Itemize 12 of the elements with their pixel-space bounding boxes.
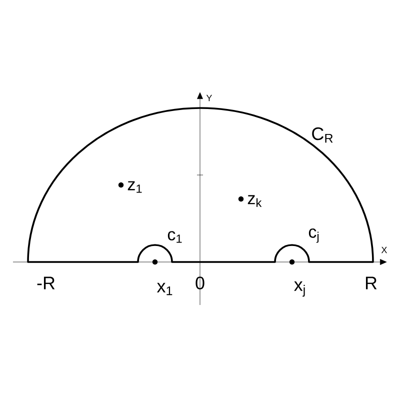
tick-label: R — [366, 276, 377, 290]
tick-label: -R — [37, 276, 55, 290]
contour-label: c$_{j}$ — [308, 228, 319, 243]
tick-label: 0 — [196, 276, 204, 290]
tick-label: x$_{j}$ — [294, 281, 305, 297]
point-label: z$_{k}$ — [248, 195, 262, 207]
contour-label: C$_{R}$ — [312, 127, 333, 143]
tick-label: x$_{1}$ — [156, 282, 172, 296]
point-label: z$_{1}$ — [128, 181, 142, 193]
axis-label: X — [381, 246, 388, 254]
axis-label: Y — [206, 94, 212, 102]
contour-label: c$_{1}$ — [168, 231, 182, 243]
